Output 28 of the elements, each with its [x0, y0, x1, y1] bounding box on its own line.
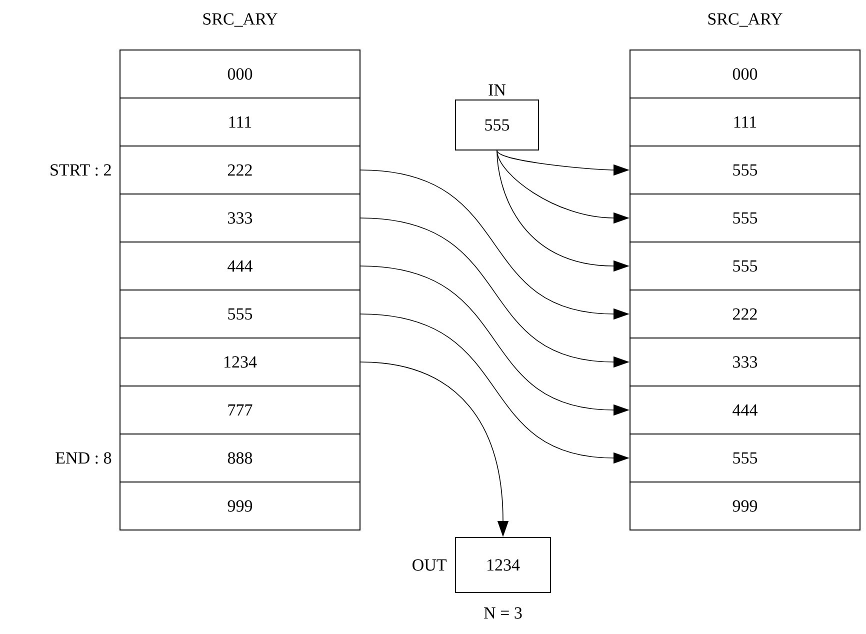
array-cell: 888 [120, 434, 360, 482]
array-cell: 999 [120, 482, 360, 530]
array-cell: 777 [120, 386, 360, 434]
array-cell: 555 [120, 290, 360, 338]
value-box: 555 [455, 100, 539, 150]
array-cell: 333 [630, 338, 861, 386]
array-cell: 000 [120, 50, 360, 98]
array-cell: 444 [630, 386, 861, 434]
side-label: END : 8 [56, 452, 112, 464]
array-title: SRC_ARY [708, 13, 782, 27]
array-cell: 555 [630, 242, 861, 290]
value-box: 1234 [455, 537, 551, 593]
array-cell: 000 [630, 50, 861, 98]
array-cell: 1234 [120, 338, 360, 386]
array-cell: 555 [630, 194, 861, 242]
array-cell: 555 [630, 434, 861, 482]
array-cell: 222 [630, 290, 861, 338]
side-label: STRT : 2 [50, 164, 111, 176]
array-cell: 111 [630, 98, 861, 146]
side-label: OUT [412, 559, 447, 571]
side-label: IN [488, 84, 506, 96]
array-cell: 555 [630, 146, 861, 194]
array-cell: 333 [120, 194, 360, 242]
array-cell: 444 [120, 242, 360, 290]
array-cell: 222 [120, 146, 360, 194]
array-cell: 111 [120, 98, 360, 146]
array-title: SRC_ARY [203, 13, 278, 27]
array-cell: 999 [630, 482, 861, 530]
